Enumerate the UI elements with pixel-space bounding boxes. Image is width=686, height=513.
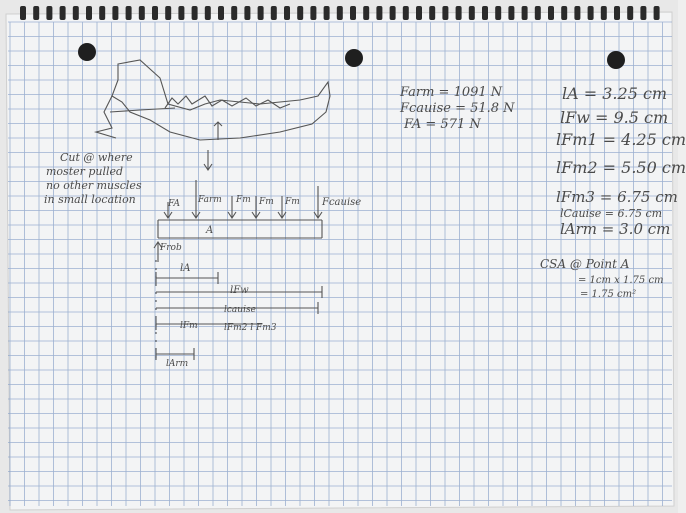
spiral-coil xyxy=(376,6,383,20)
spiral-coil xyxy=(257,6,264,20)
spiral-coil xyxy=(33,6,40,20)
label-f-arm: Farm xyxy=(198,195,222,205)
spiral-coil xyxy=(508,6,515,20)
spiral-coil xyxy=(416,6,422,20)
spiral-coil xyxy=(323,6,330,20)
label-l-fm: lFm xyxy=(180,321,198,331)
label-l-fm23: lFm2 l Fm3 xyxy=(224,323,277,333)
spiral-coil xyxy=(468,6,475,20)
spiral-coil xyxy=(86,6,92,20)
spiral-coil xyxy=(574,6,581,20)
spiral-coil xyxy=(310,6,317,20)
spiral-coil xyxy=(218,6,224,20)
spiral-coil xyxy=(350,6,356,20)
punch-hole-middle xyxy=(345,49,363,67)
length-l-arm: lArm = 3.0 cm xyxy=(560,220,671,238)
spiral-binding xyxy=(20,6,660,20)
spiral-coil xyxy=(46,6,53,20)
beam xyxy=(157,219,323,239)
label-f-a: FA xyxy=(168,199,180,209)
side-note-line-2: moster pulled xyxy=(46,165,124,178)
length-l-fm3: lFm3 = 6.75 cm xyxy=(556,188,678,206)
csa-title: CSA @ Point A xyxy=(540,257,630,271)
spiral-coil xyxy=(59,6,66,20)
length-l-fm1: lFm1 = 4.25 cm xyxy=(556,130,686,149)
spiral-coil xyxy=(653,6,660,20)
force-f-arm: Farm = 1091 N xyxy=(400,85,503,100)
length-l-a: lA = 3.25 cm xyxy=(562,84,668,103)
spiral-coil xyxy=(20,6,26,20)
length-l-fm2: lFm2 = 5.50 cm xyxy=(556,158,686,177)
label-f-rob: Frob xyxy=(160,243,182,253)
side-note-line-4: in small location xyxy=(44,193,136,206)
spiral-coil xyxy=(72,6,79,20)
spiral-coil xyxy=(244,6,251,20)
spiral-coil xyxy=(284,6,290,20)
label-f-cauise: Fcauise xyxy=(322,197,362,208)
graph-grid xyxy=(8,21,672,506)
spiral-coil xyxy=(138,6,145,20)
spiral-coil xyxy=(429,6,436,20)
spiral-coil xyxy=(600,6,607,20)
spiral-coil xyxy=(442,6,449,20)
spiral-coil xyxy=(270,6,277,20)
zigzag-tendon xyxy=(164,95,291,109)
spiral-coil xyxy=(627,6,634,20)
spiral-coil xyxy=(389,6,396,20)
spiral-coil xyxy=(455,6,462,20)
spiral-coil xyxy=(178,6,185,20)
spiral-coil xyxy=(336,6,343,20)
spiral-coil xyxy=(495,6,502,20)
spiral-coil xyxy=(402,6,409,20)
force-f-cauise: Fcauise = 51.8 N xyxy=(400,101,515,116)
spiral-coil xyxy=(165,6,172,20)
spiral-coil xyxy=(231,6,238,20)
csa-line-2: = 1.75 cm² xyxy=(580,289,637,300)
spiral-coil xyxy=(152,6,158,20)
spiral-coil xyxy=(204,6,211,20)
spiral-coil xyxy=(587,6,594,20)
label-f-m1: Fm xyxy=(236,195,251,205)
spiral-coil xyxy=(112,6,119,20)
pencil-sketch xyxy=(93,59,331,360)
spiral-coil xyxy=(614,6,620,20)
force-f-a: FA = 571 N xyxy=(404,117,481,132)
csa-line-1: = 1cm x 1.75 cm xyxy=(578,275,664,286)
side-note-line-3: no other muscles xyxy=(46,179,142,192)
spiral-coil xyxy=(561,6,568,20)
label-l-a: lA xyxy=(180,263,191,274)
spiral-coil xyxy=(521,6,528,20)
spiral-coil xyxy=(297,6,304,20)
spiral-coil xyxy=(534,6,541,20)
spiral-coil xyxy=(640,6,647,20)
punch-hole-left xyxy=(78,43,96,61)
spiral-coil xyxy=(482,6,488,20)
length-l-cauise: lCauise = 6.75 cm xyxy=(560,207,663,220)
spiral-coil xyxy=(99,6,106,20)
paper-sheet xyxy=(5,11,675,511)
label-l-cauise: lcauise xyxy=(224,305,256,315)
label-point-a: A xyxy=(206,225,214,236)
label-l-arm: lArm xyxy=(166,359,189,369)
label-f-m3: Fm xyxy=(285,197,300,207)
label-f-m2: Fm xyxy=(259,197,274,207)
label-l-fw: lFw xyxy=(230,285,249,296)
spiral-coil xyxy=(363,6,370,20)
side-note-line-1: Cut @ where xyxy=(60,151,133,164)
spiral-coil xyxy=(125,6,132,20)
spiral-coil xyxy=(191,6,198,20)
length-l-fw: lFw = 9.5 cm xyxy=(560,108,669,127)
spiral-coil xyxy=(548,6,554,20)
punch-hole-right xyxy=(607,51,625,69)
